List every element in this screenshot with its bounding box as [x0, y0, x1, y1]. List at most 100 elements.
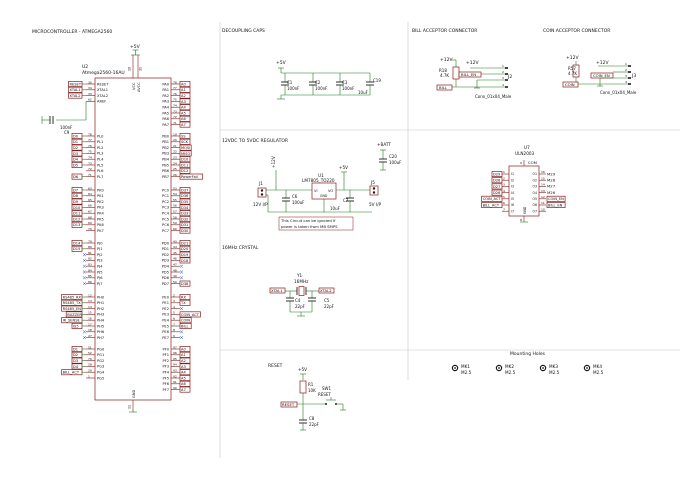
mcu-pin-name-right: PB3: [162, 152, 169, 156]
mcu-pin-name-right: PB0: [162, 134, 170, 138]
reg-vo: VO: [328, 189, 333, 193]
mcu-pin-num-left: 77: [88, 138, 92, 142]
mcu-pin-name-right: PD6: [162, 276, 170, 280]
uln-out-name: O5: [532, 197, 537, 201]
uln-ref: U7: [524, 145, 530, 150]
mcu-pin-num-left: 83: [88, 263, 92, 267]
uln-in-net: BILL_ACT: [483, 203, 500, 207]
mcu-pin-name-right: PD5: [162, 270, 169, 274]
mcu-net-right-box: [179, 386, 191, 393]
mcu-pin-num-left: 65: [88, 198, 92, 202]
reg-c-out-ref: C7: [343, 198, 349, 203]
mcu-net-left: D8: [73, 194, 79, 198]
crystal-c1-val: 22pF: [295, 304, 306, 309]
mcu-pin-num-left: 16: [88, 317, 92, 321]
mcu-pin-name-right: PE7: [162, 336, 169, 340]
mcu-pin-name-left: PH1: [97, 301, 104, 305]
mcu-pin-name-right: PB6: [162, 169, 170, 173]
mcu-pin-name-left: PJ4: [97, 265, 103, 269]
title-reset: RESET: [268, 363, 283, 369]
uln-in-net-box: [481, 195, 503, 202]
mcu-net-left: D0: [73, 134, 79, 138]
mcu-pin-num-right: 3: [173, 299, 175, 303]
mcu-pin-num-right: 91: [173, 380, 177, 384]
mcu-net-left: D7: [73, 188, 78, 192]
mcu-pin-num-right: 56: [173, 204, 177, 208]
mcu-net-right: D19: [181, 253, 189, 257]
mcu-net-right-box: [179, 323, 192, 329]
mcu-pin-name-right: PE4: [162, 319, 169, 323]
mcu-net-right-box: [179, 346, 191, 352]
mcu-net-right-box: [179, 204, 191, 211]
mcu-net-left: D2: [73, 353, 78, 357]
mcu-pin-name-right: PE6: [162, 330, 169, 334]
mounting-hole-ref: MK2: [505, 364, 514, 369]
mcu-net-right-box: [179, 216, 191, 222]
mcu-net-right-box: [179, 240, 191, 246]
uln-in-name: I6: [511, 203, 514, 207]
uln-out-name: O2: [532, 178, 537, 182]
mcu-pin-name-left: PL5: [97, 163, 103, 167]
mcu-pin-num-left: 86: [88, 280, 92, 284]
mcu-pin-num-left: 64: [88, 192, 92, 196]
mcu-pin-name-left: PK0: [97, 188, 105, 192]
reg-ref: U1: [318, 173, 324, 178]
mcu-pin-num-left: 73: [88, 161, 92, 165]
uln-out-net: M29: [547, 171, 556, 176]
bill-r-val: 4.7K: [440, 73, 449, 78]
decoupling-cap-ref: C19: [373, 78, 381, 83]
mcu-net-right: D37: [181, 188, 188, 192]
reset-power: +5V: [298, 367, 307, 372]
mcu-pin-name-left: AREF: [97, 100, 106, 104]
mcu-pin-name-left: PK1: [97, 194, 104, 198]
mcu-net-right: SS: [181, 134, 186, 138]
mcu-pin-num-right: 77: [173, 86, 177, 90]
mcu-net-right-box: [179, 86, 191, 93]
mcu-net-right-box: [179, 92, 191, 99]
coin-conn-pin: 1: [625, 62, 627, 66]
mcu-net-right: A7: [181, 123, 186, 127]
decoupling-power: +5V: [276, 60, 287, 66]
uln-in-pin: 1: [503, 170, 505, 174]
reg-c-batt-val: 100uF: [389, 160, 402, 165]
mcu-net-right-box: [179, 173, 204, 180]
mcu-net-right-box: [179, 210, 191, 217]
mcu-net-right: A2: [181, 359, 186, 363]
mcu-pin-num-right: 45: [173, 251, 177, 255]
mcu-pin-name-right: PE1: [162, 301, 169, 305]
mcu-body: [94, 77, 172, 401]
uln-out-name: O3: [532, 185, 537, 189]
mcu-pin-name-left: PJ7: [97, 282, 103, 286]
mcu-pin-num-right: 58: [173, 215, 177, 219]
mcu-pin-num-left: 18: [88, 328, 92, 332]
mcu-pin-name-right: PC5: [162, 217, 169, 221]
mcu-pin-name-right: PA4: [162, 106, 169, 110]
mounting-hole-size: M2.5: [593, 370, 604, 375]
mcu-net-left: D2: [73, 146, 78, 150]
uln-out-pin: 16: [541, 170, 545, 174]
mcu-net-right: D20: [181, 247, 189, 251]
mcu-pin-name-right: PC4: [162, 212, 170, 216]
coin-conn-pin: 4: [625, 80, 627, 84]
mcu-pin-name-right: PF4: [162, 371, 169, 375]
coin-conn-pin: 3: [625, 74, 627, 78]
mcu-pin-num-right: 53: [173, 186, 177, 190]
mcu-pin-num-left: 62: [88, 98, 92, 102]
mcu-net-right: SCK: [181, 140, 189, 144]
uln-out-net-box: [546, 202, 566, 208]
mcu-net-right-box: [179, 150, 192, 157]
coin-net-en: COIN_EN: [593, 73, 610, 78]
mcu-pin-num-right: 20: [173, 138, 177, 142]
mcu-pin-name-left: PH6: [97, 330, 105, 334]
mcu-vcc: VCC: [132, 82, 136, 90]
mcu-pin-num-right: 71: [173, 121, 177, 125]
bill-power-r: +12V: [440, 57, 453, 63]
uln-out-name: O4: [532, 191, 537, 195]
mcu-net-right-box: [179, 133, 191, 139]
mcu-net-right: A7: [181, 388, 186, 392]
uln-in-net: D26: [493, 191, 501, 195]
mcu-pin-num-left: 28: [88, 363, 92, 367]
